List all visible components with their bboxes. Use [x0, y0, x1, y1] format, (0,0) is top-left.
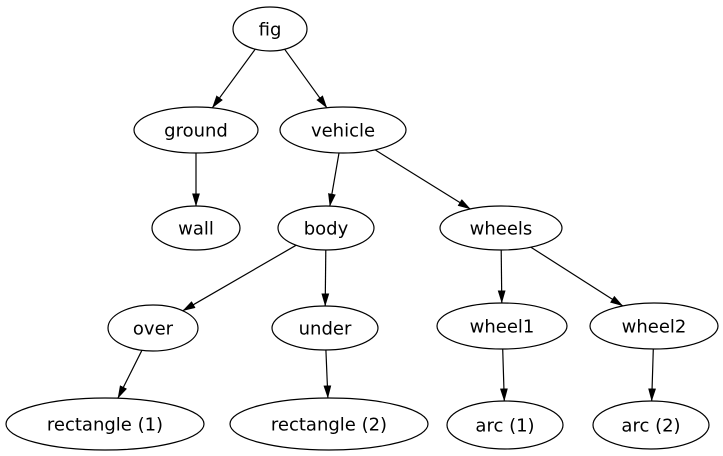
- node-body-label: body: [304, 219, 349, 240]
- node-arc1-label: arc (1): [475, 416, 534, 437]
- node-under-label: under: [299, 319, 352, 340]
- node-over-ellipse: [107, 304, 199, 352]
- edge-wheel2-to-arc2: [648, 348, 656, 402]
- node-wheel1: wheel1: [436, 302, 568, 350]
- node-ground-ellipse: [133, 106, 259, 154]
- node-wheel2-label: wheel2: [622, 317, 687, 338]
- node-rect1-label: rectangle (1): [47, 415, 163, 436]
- edge-wheels-to-wheel1: [497, 249, 506, 304]
- node-under-ellipse: [271, 305, 379, 351]
- node-wheels-label: wheels: [470, 219, 533, 240]
- node-body: body: [277, 205, 375, 251]
- node-fig-label: fig: [259, 20, 282, 41]
- node-wheel2-ellipse: [589, 302, 719, 350]
- edge-body-to-over: [182, 244, 297, 312]
- edge-body-to-under: [321, 249, 330, 307]
- edge-wheels-to-wheel2: [530, 246, 624, 307]
- node-rect2-ellipse: [229, 397, 429, 451]
- node-arc1: arc (1): [446, 400, 564, 450]
- node-wheels: wheels: [439, 205, 563, 251]
- node-wheel1-ellipse: [436, 302, 568, 350]
- node-wall-label: wall: [178, 219, 214, 240]
- node-wheel1-label: wheel1: [470, 317, 535, 338]
- edge-vehicle-to-wheels: [374, 149, 471, 210]
- node-arc2-label: arc (2): [621, 416, 680, 437]
- node-fig: fig: [232, 6, 308, 52]
- edge-fig-to-vehicle: [284, 48, 328, 109]
- node-under: under: [271, 305, 379, 351]
- node-wheel2: wheel2: [589, 302, 719, 350]
- node-vehicle-label: vehicle: [311, 121, 375, 142]
- edge-vehicle-to-body: [328, 152, 340, 207]
- node-over-label: over: [133, 319, 174, 340]
- edge-fig-to-ground: [211, 48, 256, 109]
- edge-wheel1-to-arc1: [500, 348, 508, 402]
- node-arc2-ellipse: [592, 400, 710, 450]
- edge-under-to-rect2: [323, 349, 332, 399]
- node-ground-label: ground: [164, 121, 228, 142]
- node-arc1-ellipse: [446, 400, 564, 450]
- node-wheels-ellipse: [439, 205, 563, 251]
- node-rect1: rectangle (1): [5, 397, 205, 451]
- node-arc2: arc (2): [592, 400, 710, 450]
- node-wall: wall: [151, 205, 241, 251]
- node-fig-ellipse: [232, 6, 308, 52]
- edge-over-to-rect1: [117, 350, 143, 399]
- node-vehicle-ellipse: [279, 106, 407, 154]
- node-body-ellipse: [277, 205, 375, 251]
- node-rect2: rectangle (2): [229, 397, 429, 451]
- node-wall-ellipse: [151, 205, 241, 251]
- node-rect1-ellipse: [5, 397, 205, 451]
- node-rect2-label: rectangle (2): [271, 415, 387, 436]
- node-vehicle: vehicle: [279, 106, 407, 154]
- node-over: over: [107, 304, 199, 352]
- node-ground: ground: [133, 106, 259, 154]
